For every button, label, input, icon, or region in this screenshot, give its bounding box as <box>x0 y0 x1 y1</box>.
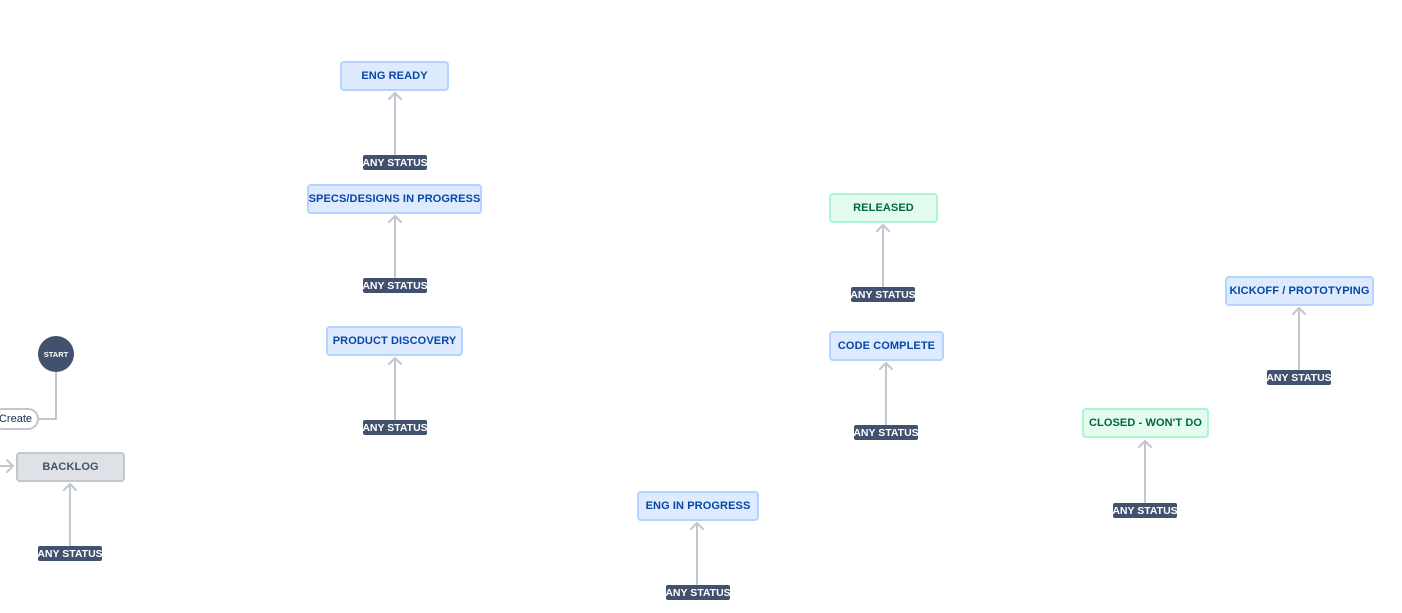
transition-arrow <box>388 357 402 420</box>
status-closed-wont-do[interactable]: CLOSED - WON'T DO <box>1082 408 1209 438</box>
any-status-badge[interactable]: ANY STATUS <box>1112 503 1178 518</box>
transition-arrow <box>690 522 704 585</box>
any-status-badge[interactable]: ANY STATUS <box>362 420 428 435</box>
status-product-discovery[interactable]: PRODUCT DISCOVERY <box>326 326 463 356</box>
transition-arrow <box>876 224 890 287</box>
any-status-badge[interactable]: ANY STATUS <box>850 287 916 302</box>
any-status-badge[interactable]: ANY STATUS <box>37 546 103 561</box>
status-code-complete[interactable]: CODE COMPLETE <box>829 331 944 361</box>
create-transition-line <box>37 371 57 420</box>
transition-arrow <box>1138 440 1152 503</box>
any-status-badge[interactable]: ANY STATUS <box>1266 370 1332 385</box>
status-kickoff-prototyping[interactable]: KICKOFF / PROTOTYPING <box>1225 276 1374 306</box>
transition-arrow <box>388 215 402 278</box>
transition-arrow <box>388 92 402 155</box>
any-status-badge[interactable]: ANY STATUS <box>362 278 428 293</box>
create-transition[interactable]: Create <box>0 408 39 430</box>
status-backlog[interactable]: BACKLOG <box>16 452 125 482</box>
any-status-badge[interactable]: ANY STATUS <box>665 585 731 600</box>
start-node: START <box>38 336 74 372</box>
status-eng-in-progress[interactable]: ENG IN PROGRESS <box>637 491 759 521</box>
any-status-badge[interactable]: ANY STATUS <box>362 155 428 170</box>
transition-arrow <box>879 362 893 425</box>
any-status-badge[interactable]: ANY STATUS <box>853 425 919 440</box>
status-eng-ready[interactable]: ENG READY <box>340 61 449 91</box>
status-specs-designs-in-progress[interactable]: SPECS/DESIGNS IN PROGRESS <box>307 184 482 214</box>
transition-arrow <box>63 483 77 546</box>
transition-arrow <box>1292 307 1306 370</box>
status-released[interactable]: RELEASED <box>829 193 938 223</box>
create-arrow <box>0 459 14 473</box>
